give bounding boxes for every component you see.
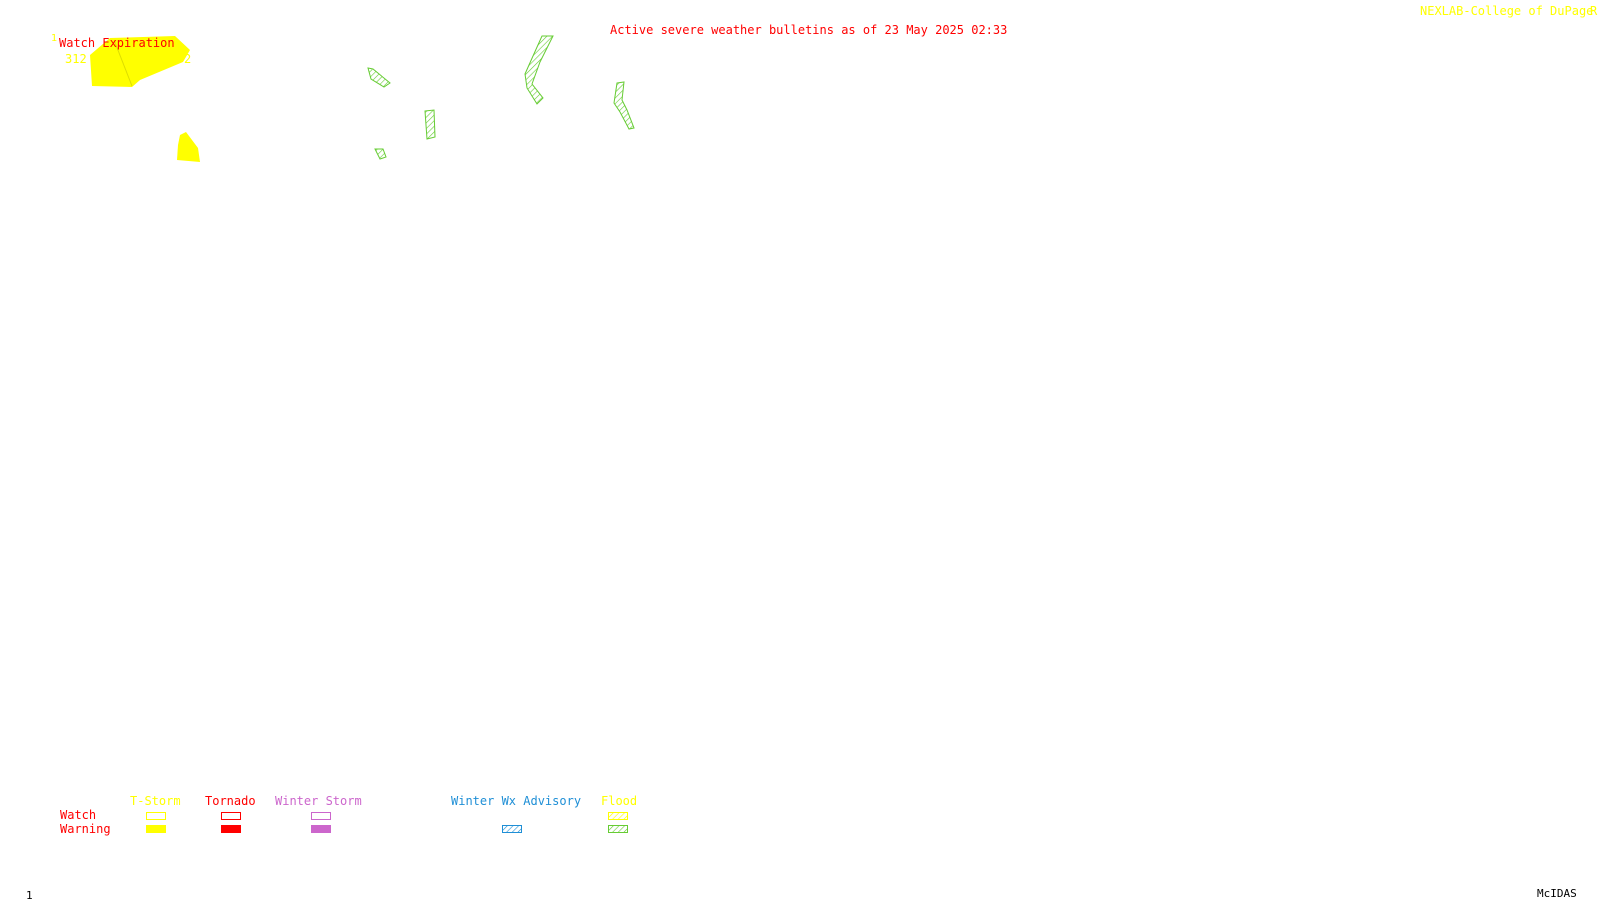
- legend-tornado-warning-swatch: [221, 825, 241, 833]
- tstorm-warning-edge: [113, 39, 133, 87]
- software-label: McIDAS: [1537, 887, 1577, 900]
- legend-flood-watch-swatch: [608, 812, 628, 820]
- flood-warning-polygon: [374, 148, 387, 160]
- credit-label: NEXLAB-College of DuPage: [1420, 4, 1594, 18]
- watch-time-fragment: 2: [184, 52, 192, 66]
- legend-row-warning: Warning: [60, 822, 111, 836]
- watch-expiration-label: Watch Expiration: [59, 36, 175, 50]
- legend-tstorm-watch-swatch: [146, 812, 166, 820]
- tstorm-warning-polygon: [90, 36, 190, 87]
- credit-mark: R: [1590, 4, 1598, 18]
- legend-winter-storm-label: Winter Storm: [275, 794, 362, 808]
- legend-row-watch: Watch: [60, 808, 97, 822]
- watch-marker: 1: [51, 33, 58, 44]
- legend-flood-warning-swatch: [608, 825, 628, 833]
- flood-warning-polygon: [367, 67, 391, 88]
- legend-flood-label: Flood: [601, 794, 638, 808]
- flood-warning-polygon: [424, 109, 436, 140]
- legend-winter-advisory-swatch: [502, 825, 522, 833]
- flood-warning-polygon: [613, 81, 635, 130]
- flood-warning-polygon: [524, 35, 554, 105]
- legend-tornado-label: Tornado: [205, 794, 256, 808]
- legend-winter-advisory-label: Winter Wx Advisory: [451, 794, 582, 808]
- legend-winter-storm-warning-swatch: [311, 825, 331, 833]
- bulletin-title: Active severe weather bulletins as of 23…: [610, 23, 1008, 37]
- legend-winter-storm-watch-swatch: [311, 812, 331, 820]
- watch-id-label: 312: [65, 52, 87, 66]
- frame-number: 1: [26, 889, 33, 902]
- legend-tstorm-label: T-Storm: [130, 794, 181, 808]
- legend-tornado-watch-swatch: [221, 812, 241, 820]
- legend-tstorm-warning-swatch: [146, 825, 166, 833]
- tstorm-warning-polygon: [177, 132, 200, 162]
